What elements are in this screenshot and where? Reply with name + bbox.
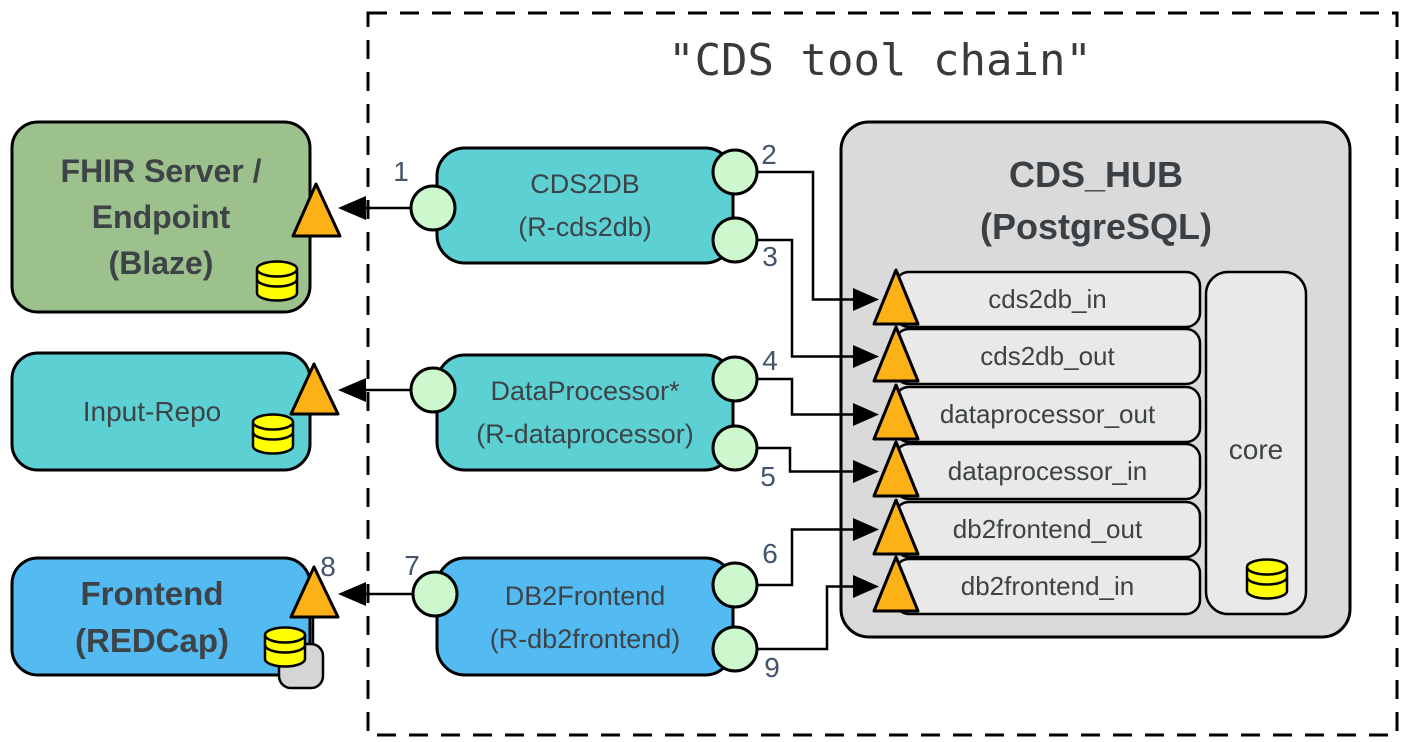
table-dataprocessor-in xyxy=(893,442,1202,501)
warning-triangle-cds2db-out-icon xyxy=(872,325,920,383)
arrowhead-into-cds2db-out xyxy=(853,345,879,368)
warning-triangle-frontend-icon xyxy=(289,565,340,619)
arrowhead-into-db2frontend-out xyxy=(853,518,879,541)
port-number-5: 5 xyxy=(760,461,776,492)
warning-triangle-cds2db-in-icon xyxy=(872,268,920,326)
table-cds2db-out xyxy=(893,327,1202,386)
warning-triangle-fhir-icon xyxy=(291,182,342,238)
port-circle-1 xyxy=(409,184,457,232)
table-dataprocessor-out xyxy=(893,385,1202,444)
arrowhead-into-db2frontend-in xyxy=(853,575,879,598)
port-number-3: 3 xyxy=(762,241,778,272)
warning-triangle-inputrepo-icon xyxy=(289,362,340,416)
database-cylinder-fhir-icon xyxy=(255,260,299,302)
arrowhead-into-frontend xyxy=(338,582,366,606)
port-circle-4 xyxy=(711,355,759,403)
connector-6-to-db2frontend-out xyxy=(757,528,858,587)
port-number-8: 8 xyxy=(320,551,336,582)
connector-4-to-dataprocessor-out xyxy=(757,377,858,416)
database-cylinder-core-icon xyxy=(1245,558,1289,600)
warning-triangle-dataprocessor-out-icon xyxy=(872,383,920,441)
port-number-9: 9 xyxy=(764,652,780,683)
port-circle-2 xyxy=(711,148,759,196)
database-cylinder-inputrepo-icon xyxy=(251,413,295,455)
database-cylinder-frontend-icon xyxy=(263,626,307,668)
table-db2frontend-in xyxy=(893,557,1202,616)
arrowhead-into-dataprocessor-out xyxy=(853,403,879,426)
arrowhead-into-inputrepo xyxy=(338,378,366,402)
connector-5-to-dataprocessor-in xyxy=(757,446,858,473)
core-box xyxy=(1204,270,1308,616)
port-circle-6 xyxy=(711,561,759,609)
port-number-6: 6 xyxy=(762,538,778,569)
arrowhead-into-cds2db-in xyxy=(853,288,879,311)
port-number-2: 2 xyxy=(761,139,777,170)
connector-9-to-db2frontend-in xyxy=(757,585,858,651)
toolchain-boundary-dashed-border xyxy=(366,11,1399,737)
connector-2-to-cds2db-in xyxy=(757,170,858,301)
port-circle-5 xyxy=(711,424,759,472)
port-circle-3 xyxy=(711,216,759,264)
port-circle-dataprocessor-left xyxy=(409,366,457,414)
warning-triangle-dataprocessor-in-icon xyxy=(872,440,920,498)
port-number-7: 7 xyxy=(404,550,420,581)
port-circle-7 xyxy=(411,570,459,618)
port-circle-9 xyxy=(711,625,759,673)
connector-3-to-cds2db-out xyxy=(757,238,858,358)
arrowhead-into-fhir xyxy=(338,196,366,220)
warning-triangle-db2frontend-in-icon xyxy=(872,555,920,613)
db2frontend-box xyxy=(435,556,735,677)
arrowhead-into-dataprocessor-in xyxy=(853,460,879,483)
port-number-1: 1 xyxy=(393,156,409,187)
dataprocessor-box xyxy=(435,353,735,472)
warning-triangle-db2frontend-out-icon xyxy=(872,498,920,556)
cds2db-box xyxy=(435,146,735,265)
table-db2frontend-out xyxy=(893,500,1202,559)
table-cds2db-in xyxy=(893,270,1202,329)
port-number-4: 4 xyxy=(762,345,778,376)
